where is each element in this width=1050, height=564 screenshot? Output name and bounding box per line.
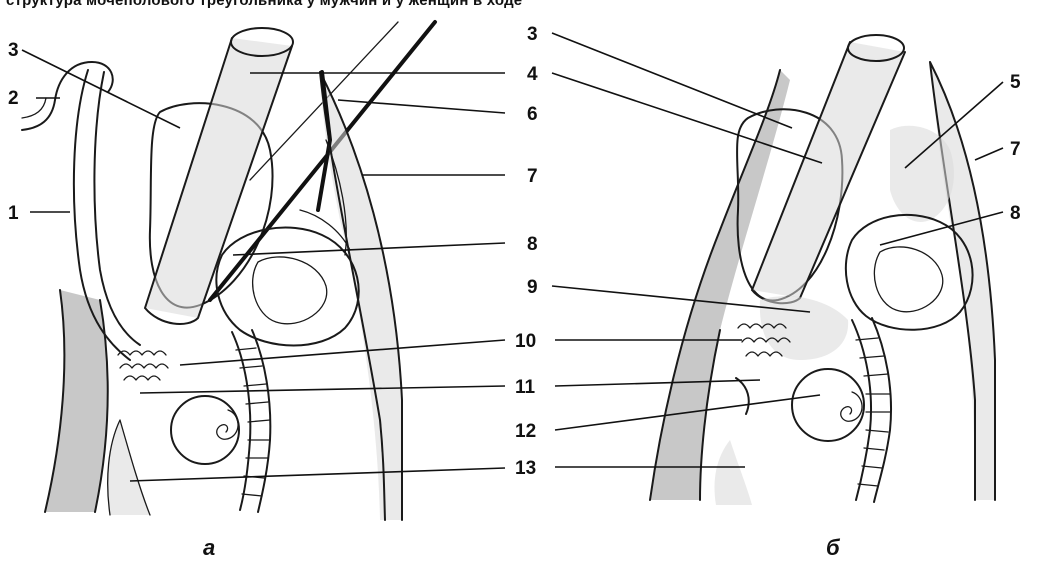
panel-b-structure-11 bbox=[736, 378, 749, 414]
panel-b-structure-8 bbox=[846, 215, 973, 330]
panel-a-duct bbox=[232, 332, 250, 510]
panel-b-structure-13 bbox=[715, 440, 752, 505]
leader-a-10 bbox=[180, 340, 505, 365]
panel-a-structure-8-inner bbox=[253, 257, 327, 324]
panel-b-structure-9 bbox=[760, 296, 848, 360]
panel-a-right-wall bbox=[320, 72, 402, 520]
label-a-1: 1 bbox=[8, 203, 19, 224]
panel-b-structure-8-inner bbox=[874, 247, 942, 312]
label-a-7: 7 bbox=[527, 166, 538, 187]
label-a-3: 3 bbox=[8, 40, 19, 61]
leader-a-3 bbox=[22, 50, 180, 128]
panel-a-ring-11 bbox=[171, 396, 239, 464]
label-b-8: 8 bbox=[1010, 203, 1021, 224]
label-a-6: 6 bbox=[527, 104, 538, 125]
panel-b-column-4 bbox=[752, 42, 905, 298]
panel-b-duct-b bbox=[872, 318, 891, 502]
subfigure-label-a: а bbox=[203, 535, 215, 560]
panel-a-ring-11-core bbox=[217, 410, 238, 439]
panel-b-ring-12 bbox=[792, 369, 864, 441]
subfigure-label-b: б bbox=[826, 535, 841, 560]
panel-b-right-wall bbox=[930, 62, 995, 500]
label-a-13: 13 bbox=[515, 458, 536, 479]
label-b-5: 5 bbox=[1010, 72, 1021, 93]
leader-b-7 bbox=[975, 148, 1003, 160]
label-a-8: 8 bbox=[527, 234, 538, 255]
label-a-10: 10 bbox=[515, 331, 536, 352]
label-b-12: 12 bbox=[515, 421, 536, 442]
leader-b-11 bbox=[555, 380, 760, 386]
panel-b-drawing bbox=[650, 35, 995, 505]
panel-a-drawing bbox=[22, 22, 435, 520]
label-a-2: 2 bbox=[8, 88, 19, 109]
panel-a-structure-8 bbox=[216, 228, 358, 346]
panel-b-ring-12-core bbox=[841, 392, 862, 421]
label-a-11: 11 bbox=[515, 377, 536, 398]
leader-a-13 bbox=[130, 468, 505, 481]
label-a-4: 4 bbox=[527, 64, 538, 85]
label-b-7: 7 bbox=[1010, 139, 1021, 160]
label-b-3: 3 bbox=[527, 24, 538, 45]
label-b-9: 9 bbox=[527, 277, 538, 298]
panel-a-structure-2b bbox=[22, 98, 46, 118]
leader-a-11 bbox=[140, 386, 505, 393]
